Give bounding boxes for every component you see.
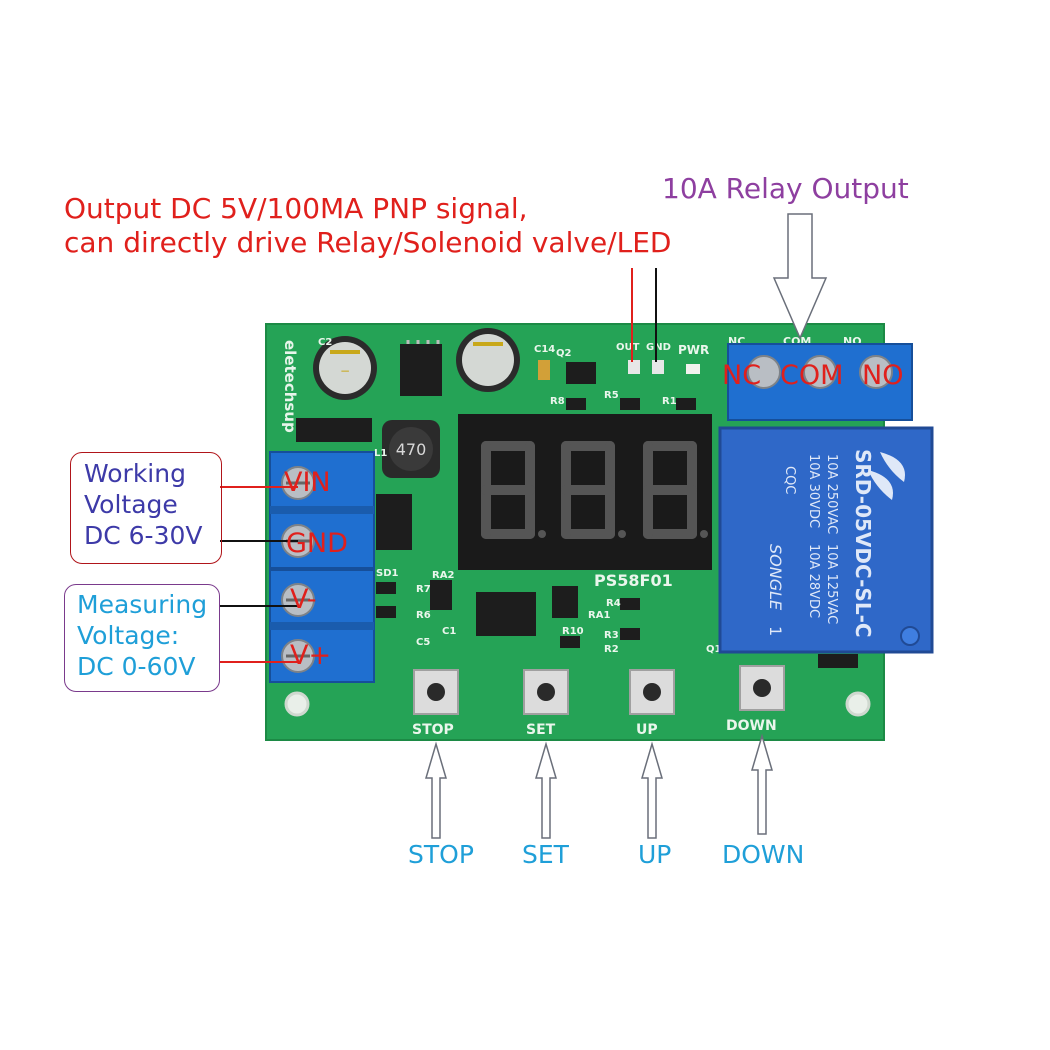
smd-resistors (376, 398, 696, 648)
down-arrow-icon (750, 733, 774, 835)
relay-rating-1: 10A 250VAC (824, 454, 839, 534)
terminal-block-power (269, 451, 375, 569)
silk-l1: L1 (374, 448, 387, 459)
silk-r2: R2 (604, 644, 619, 655)
silk-q2: Q2 (556, 348, 572, 359)
pnp-output-callout: Output DC 5V/100MA PNP signal, can direc… (64, 192, 671, 260)
digit-1-decimal-point (538, 530, 546, 538)
digit-3-decimal-point (700, 530, 708, 538)
silk-q1: Q1 (706, 644, 722, 655)
capacitor-c2: − (313, 336, 377, 400)
silk-c2: C2 (318, 337, 332, 348)
relay-brand: SONGLE (766, 544, 785, 611)
resistor-array-ra1 (552, 586, 578, 618)
silk-r4: R4 (606, 598, 621, 609)
seven-segment-display (458, 414, 712, 570)
silk-out: OUT (616, 342, 640, 353)
relay-no-label: NO (862, 360, 904, 391)
silk-c5: C5 (416, 637, 430, 648)
measuring-voltage-box: Measuring Voltage: DC 0-60V (64, 584, 220, 692)
relay-model: SRD-05VDC-SL-C (851, 449, 875, 638)
silk-r5: R5 (604, 390, 619, 401)
working-voltage-line-2: Voltage (84, 490, 178, 519)
pnp-output-line-2: can directly drive Relay/Solenoid valve/… (64, 226, 672, 259)
silk-c1: C1 (442, 626, 456, 637)
silk-sd1: SD1 (376, 568, 399, 579)
songle-logo (868, 452, 905, 500)
relay-nc-label: NC (722, 360, 762, 391)
pwr-led (686, 364, 700, 374)
down-button-label: DOWN (722, 840, 805, 869)
relay-pin-mark: 1 (766, 626, 785, 636)
silk-r8: R8 (550, 396, 565, 407)
working-voltage-box: Working Voltage DC 6-30V (70, 452, 222, 564)
gnd-pin (652, 360, 664, 374)
relay-output-callout: 10A Relay Output (662, 172, 909, 205)
up-arrow-icon (640, 741, 664, 839)
silk-up: UP (636, 722, 658, 738)
up-button[interactable] (629, 669, 675, 715)
svg-text:470: 470 (396, 440, 427, 459)
terminal-gnd-label: GND (286, 528, 348, 559)
silk-r10: R10 (562, 626, 584, 637)
silk-pwr: PWR (678, 343, 709, 357)
silk-r1: R1 (662, 396, 677, 407)
transistor (376, 494, 412, 550)
diode (296, 418, 372, 442)
set-button-label: SET (522, 840, 569, 869)
silk-down: DOWN (726, 718, 777, 734)
stop-button[interactable] (413, 669, 459, 715)
silk-r6: R6 (416, 610, 431, 621)
silk-ra1: RA1 (588, 610, 610, 621)
measuring-voltage-line-2: Voltage: (77, 621, 180, 650)
silk-stop: STOP (412, 722, 454, 738)
set-arrow-icon (534, 741, 558, 839)
silk-model: PS58F01 (594, 571, 673, 590)
set-button[interactable] (523, 669, 569, 715)
brand-vertical-silkscreen: eletechsup (281, 340, 299, 433)
capacitor-c14 (456, 328, 520, 392)
stop-button-label: STOP (408, 840, 474, 869)
pnp-output-line-1: Output DC 5V/100MA PNP signal, (64, 192, 528, 225)
regulator-ic (400, 344, 442, 396)
inductor: 470 (382, 420, 440, 478)
silk-r3: R3 (604, 630, 619, 641)
down-button[interactable] (739, 665, 785, 711)
transistor-q1 (818, 654, 858, 668)
terminal-block-relay (727, 343, 913, 421)
relay-com-label: COM (780, 360, 844, 391)
silk-c14: C14 (534, 344, 555, 355)
resistor-array-ra2 (430, 580, 452, 610)
relay-rating-2: 10A 30VDC (806, 454, 821, 528)
up-button-label: UP (638, 840, 672, 869)
capacitor-smd (538, 360, 550, 380)
relay-cqc: CQC (782, 466, 797, 494)
silk-set: SET (526, 722, 556, 738)
microcontroller-chip (476, 592, 536, 636)
working-voltage-line-3: DC 6-30V (84, 521, 203, 550)
terminal-block-measure (269, 569, 375, 683)
relay: SRD-05VDC-SL-C 10A 250VAC 10A 125VAC 10A… (718, 426, 934, 654)
relay-rating-4: 10A 28VDC (806, 544, 821, 618)
transistor-q2 (566, 362, 596, 384)
digit-2-decimal-point (618, 530, 626, 538)
stop-arrow-icon (424, 741, 448, 839)
working-voltage-line-1: Working (84, 459, 186, 488)
relay-rating-3: 10A 125VAC (824, 544, 839, 624)
terminal-vin-label: VIN (284, 467, 331, 498)
out-pin (628, 360, 640, 374)
terminal-vplus-label: V+ (290, 640, 332, 671)
terminal-vminus-label: V- (290, 584, 317, 615)
silk-r7: R7 (416, 584, 431, 595)
silk-ra2: RA2 (432, 570, 454, 581)
measuring-voltage-line-3: DC 0-60V (77, 652, 196, 681)
relay-output-arrow-icon (772, 213, 828, 340)
measuring-voltage-line-1: Measuring (77, 590, 208, 619)
svg-text:−: − (340, 364, 350, 378)
silk-gnd: GND (646, 342, 671, 353)
